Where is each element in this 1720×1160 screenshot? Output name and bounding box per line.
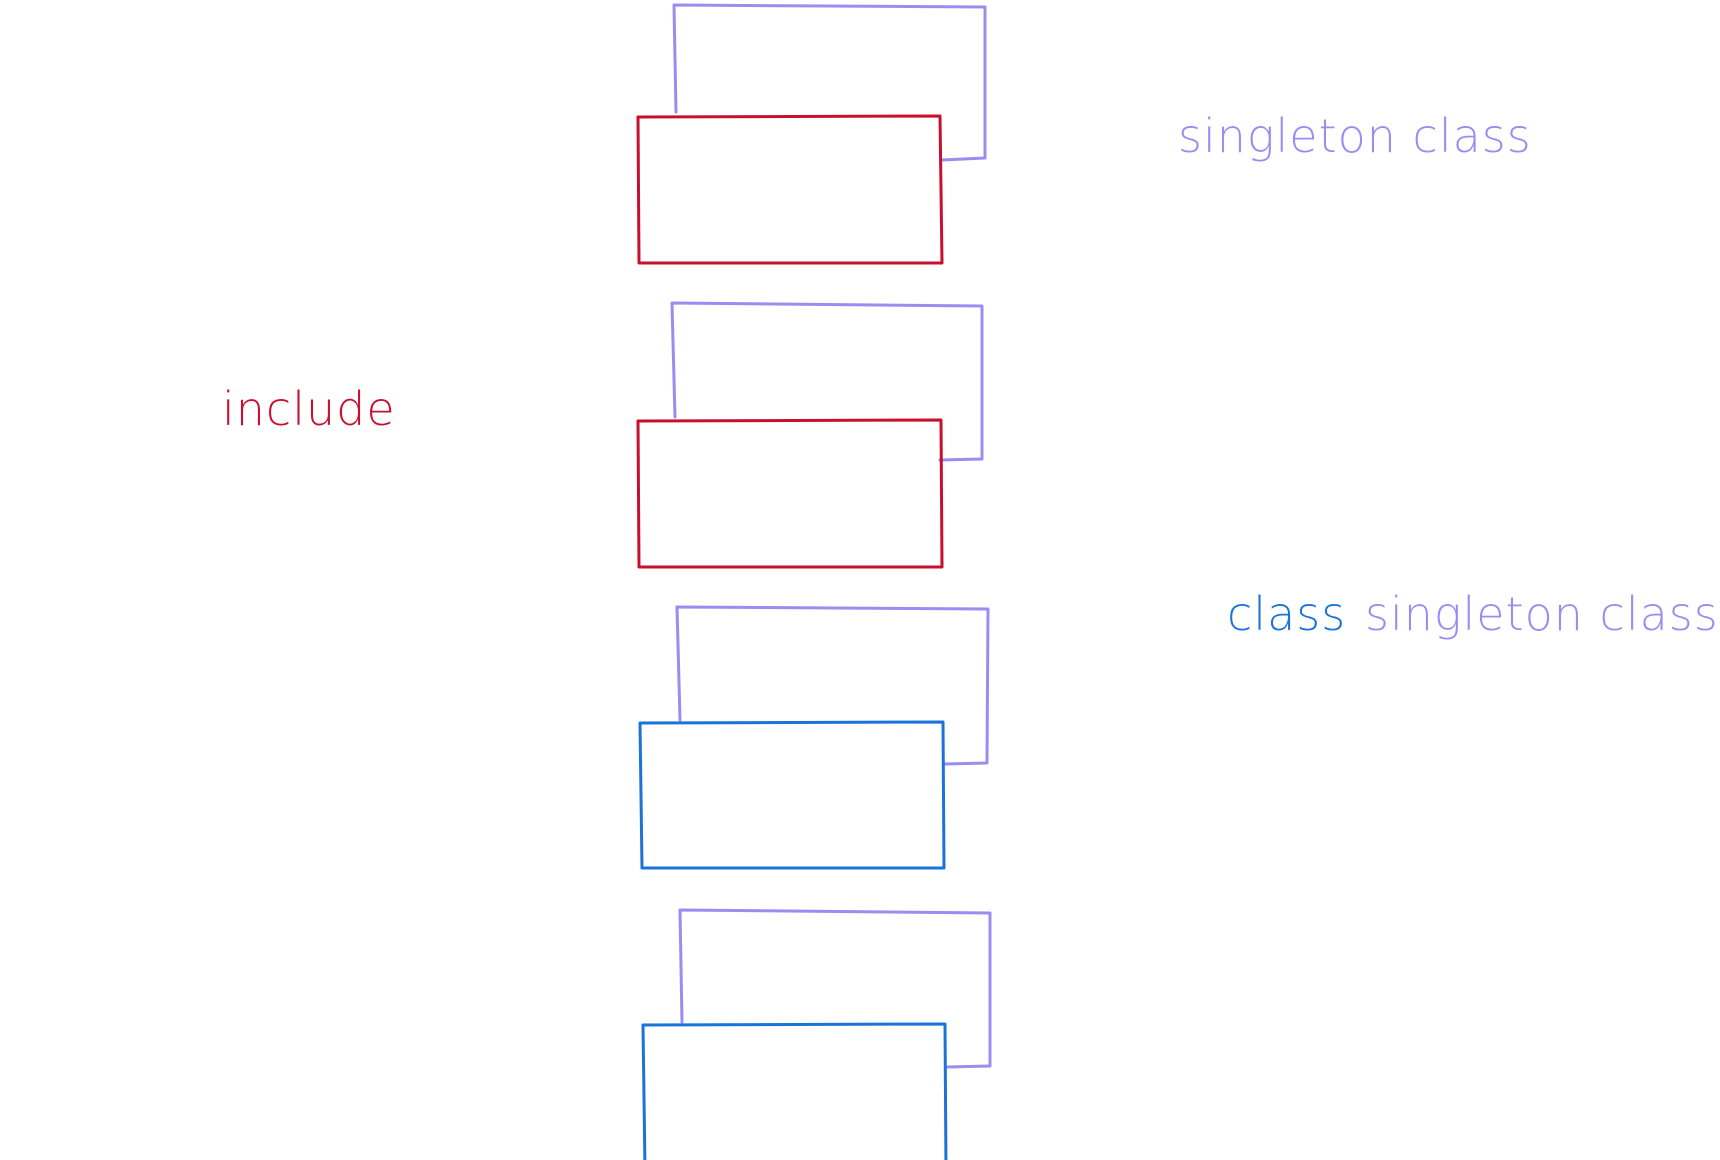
singleton-class-label-top: singleton class [1178,109,1532,163]
stack-2-front-box [636,418,944,569]
class-label: class [1227,587,1346,641]
stack-4 [641,908,992,1160]
stack-4-back-box [678,908,992,1069]
stack-1-front-box [636,114,944,265]
stack-1 [636,3,987,265]
stack-3-back-box [675,605,990,766]
stack-2-back-box [670,301,984,462]
stack-1-back-box [672,3,987,162]
stack-2 [636,301,984,569]
include-label: include [222,382,396,436]
stack-3 [638,605,990,870]
stack-3-front-box [638,720,946,870]
stack-4-front-box [641,1022,948,1160]
singleton-class-label-bottom: singleton class [1365,587,1719,641]
